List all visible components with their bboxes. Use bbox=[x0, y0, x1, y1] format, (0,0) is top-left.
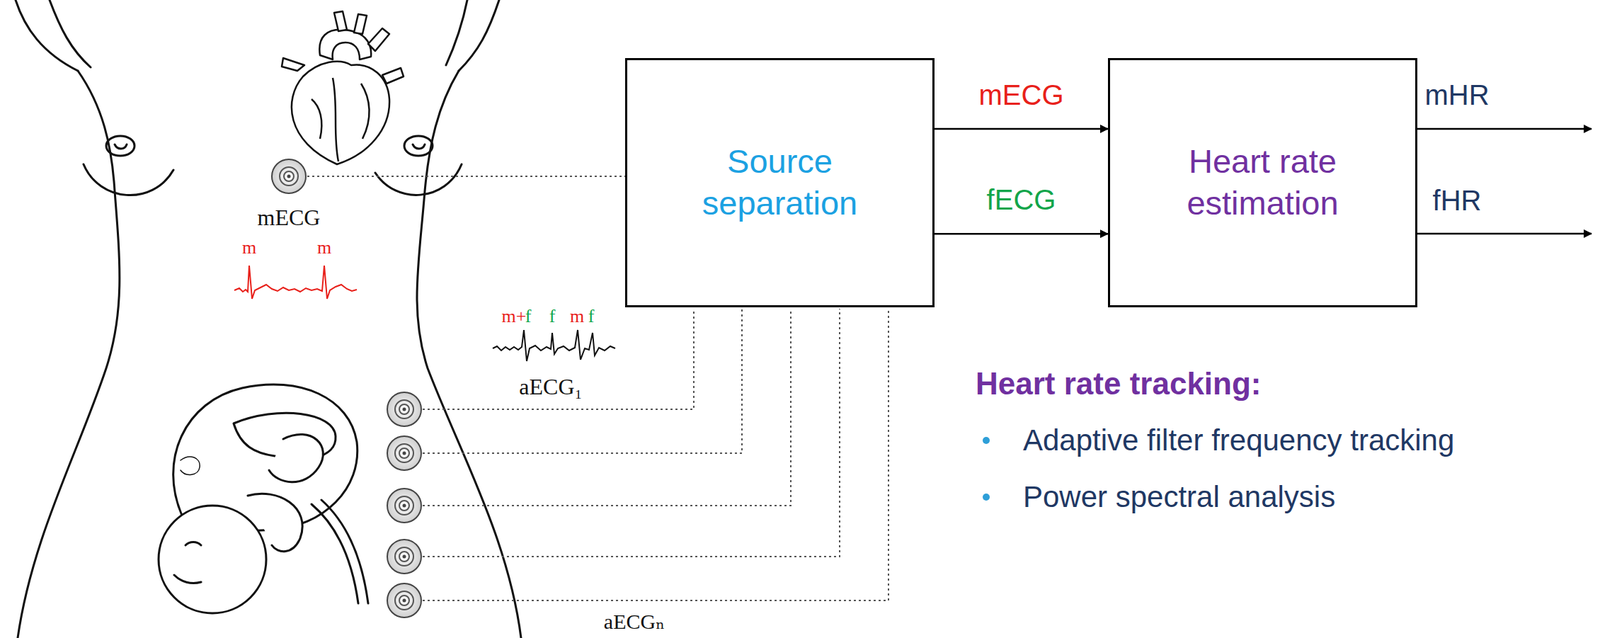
process-box: Source separation bbox=[625, 58, 935, 308]
signal-arrow bbox=[934, 128, 1108, 131]
bullet-dots bbox=[982, 436, 990, 501]
heart-drawing bbox=[281, 11, 404, 165]
maternal-ecg-trace bbox=[234, 265, 357, 299]
signal-name: mECG bbox=[257, 206, 321, 229]
edge-label: mECG bbox=[976, 80, 1067, 110]
output-name: fHR bbox=[1432, 186, 1482, 215]
box-label: Source separation bbox=[673, 140, 887, 225]
output-name: mHR bbox=[1424, 80, 1489, 110]
peak-marker: m bbox=[242, 238, 257, 257]
signal-name: aECGₙ bbox=[603, 610, 665, 633]
section-heading: Heart rate tracking: bbox=[975, 368, 1261, 400]
signal-arrow bbox=[934, 232, 1108, 236]
edge-label: fECG bbox=[984, 185, 1060, 214]
box-label: Heart rate estimation bbox=[1156, 140, 1370, 225]
signal-name: aECG₁ bbox=[518, 375, 582, 398]
peak-marker: f bbox=[525, 307, 532, 326]
abdominal-ecg-trace bbox=[492, 329, 616, 362]
peak-marker: m bbox=[569, 307, 585, 326]
peak-marker: m+ bbox=[501, 307, 527, 326]
fetus-drawing bbox=[158, 384, 369, 614]
process-box: Heart rate estimation bbox=[1107, 58, 1418, 308]
peak-marker: f bbox=[549, 307, 556, 326]
bullet-text: Adaptive filter frequency tracking bbox=[1023, 425, 1455, 456]
bullet-text: Power spectral analysis bbox=[1023, 482, 1336, 512]
peak-marker: f bbox=[588, 307, 595, 326]
output-arrows bbox=[1417, 128, 1592, 234]
peak-marker: m bbox=[317, 238, 332, 257]
body-outline bbox=[15, 0, 522, 638]
